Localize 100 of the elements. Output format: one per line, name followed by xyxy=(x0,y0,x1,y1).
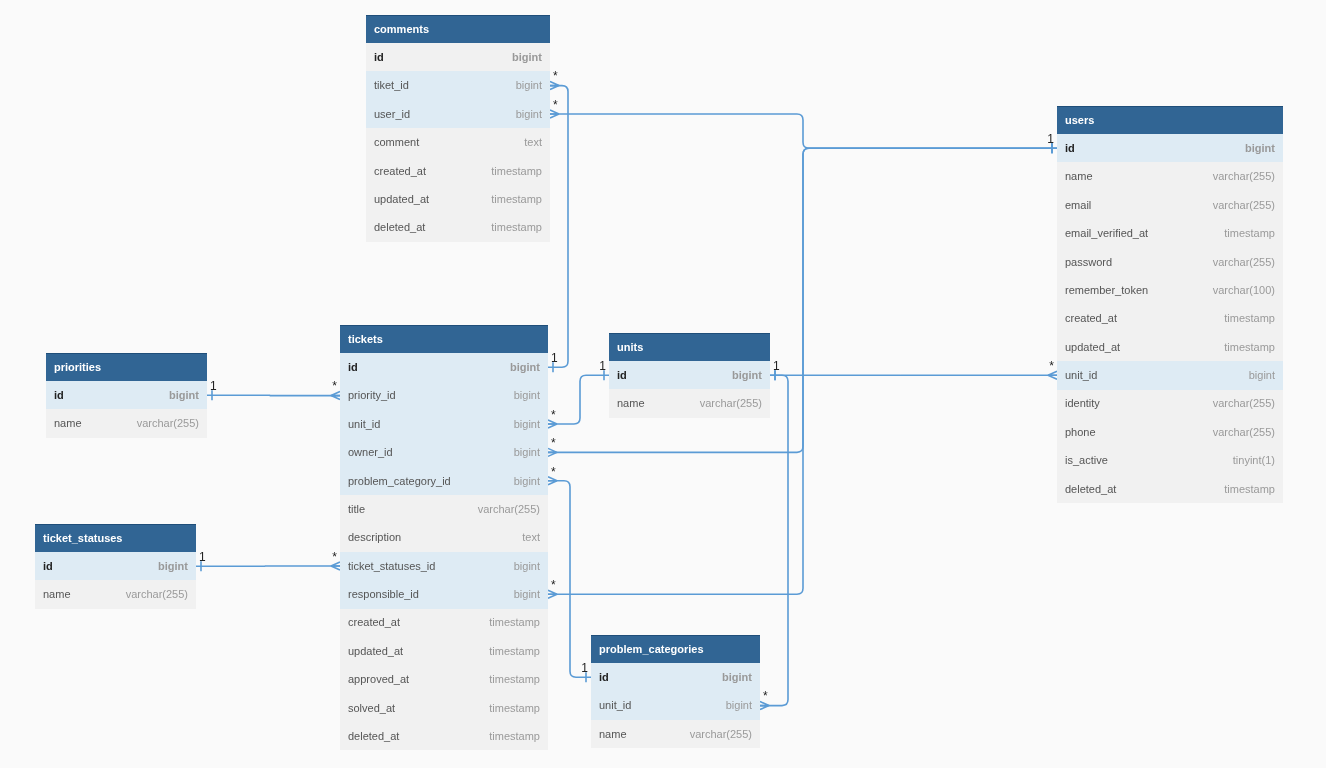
table-title: ticket_statuses xyxy=(35,524,196,552)
column-name: id xyxy=(54,387,64,403)
column-name: priority_id xyxy=(348,388,396,404)
column-type: timestamp xyxy=(489,729,540,744)
column-name: title xyxy=(348,501,366,517)
column-name: id xyxy=(374,49,384,65)
table-title: tickets xyxy=(340,325,548,353)
column-name: email_verified_at xyxy=(1065,226,1149,242)
column-name: created_at xyxy=(348,615,400,631)
cardinality-label: * xyxy=(332,380,337,394)
column-type: timestamp xyxy=(1224,481,1275,497)
column-type: bigint xyxy=(513,445,540,461)
relationship-line xyxy=(206,389,341,401)
column-type: bigint xyxy=(513,473,540,489)
column-name: deleted_at xyxy=(374,220,426,236)
column-type: timestamp xyxy=(489,643,540,659)
column-type: varchar(255) xyxy=(136,416,199,432)
column-name: email xyxy=(1065,197,1092,213)
column-name: responsible_id xyxy=(348,587,419,603)
column-type: bigint xyxy=(510,359,540,375)
cardinality-label: 1 xyxy=(581,662,588,675)
relationship-line xyxy=(547,475,592,683)
cardinality-label: 1 xyxy=(210,380,217,393)
cardinality-label: * xyxy=(553,98,558,112)
column-name: tiket_id xyxy=(374,78,409,94)
column-name: phone xyxy=(1065,424,1096,440)
column-type: varchar(100) xyxy=(1212,282,1275,298)
relationship-line xyxy=(547,369,610,429)
column-type: bigint xyxy=(515,78,542,94)
column-name: deleted_at xyxy=(1065,481,1117,497)
cardinality-label: 1 xyxy=(1047,133,1054,146)
table-title: users xyxy=(1057,106,1283,134)
cardinality-label: 1 xyxy=(599,360,606,373)
table-title: comments xyxy=(366,15,550,43)
cardinality-label: 1 xyxy=(551,352,558,365)
column-name: password xyxy=(1065,254,1113,270)
column-name: id xyxy=(617,367,627,383)
column-name: name xyxy=(43,587,71,603)
column-name: id xyxy=(1065,140,1075,156)
column-type: varchar(255) xyxy=(1212,424,1275,440)
column-type: varchar(255) xyxy=(477,501,540,517)
column-name: unit_id xyxy=(599,698,632,714)
cardinality-label: * xyxy=(553,70,558,84)
column-type: timestamp xyxy=(489,615,540,631)
column-name: comment xyxy=(374,135,420,151)
column-name: solved_at xyxy=(348,700,396,716)
column-name: id xyxy=(43,558,53,574)
column-name: unit_id xyxy=(1065,368,1098,384)
column-name: name xyxy=(54,416,82,432)
column-type: bigint xyxy=(513,587,540,603)
column-name: id xyxy=(599,669,609,685)
table-title: units xyxy=(609,333,770,361)
column-type: bigint xyxy=(722,669,752,685)
table-title: priorities xyxy=(46,353,207,381)
relationship-line xyxy=(547,142,1058,600)
column-type: bigint xyxy=(513,558,540,574)
column-type: timestamp xyxy=(491,163,542,179)
cardinality-label: * xyxy=(551,579,556,593)
column-type: timestamp xyxy=(489,672,540,688)
column-type: timestamp xyxy=(1224,339,1275,355)
column-name: name xyxy=(599,726,627,742)
column-type: varchar(255) xyxy=(689,726,752,742)
relationship-line xyxy=(759,369,789,711)
column-type: timestamp xyxy=(489,700,540,716)
column-type: timestamp xyxy=(491,220,542,236)
column-name: problem_category_id xyxy=(348,473,451,489)
column-name: ticket_statuses_id xyxy=(348,558,436,574)
column-type: varchar(255) xyxy=(1212,197,1275,213)
column-type: timestamp xyxy=(1224,311,1275,327)
column-name: name xyxy=(1065,169,1093,185)
column-type: bigint xyxy=(513,416,540,432)
column-type: varchar(255) xyxy=(1212,396,1275,412)
column-type: varchar(255) xyxy=(699,396,762,412)
column-type: bigint xyxy=(158,558,188,574)
column-type: varchar(255) xyxy=(1212,169,1275,185)
cardinality-label: * xyxy=(551,408,556,422)
column-name: updated_at xyxy=(374,191,430,207)
column-type: bigint xyxy=(1245,140,1275,156)
column-type: timestamp xyxy=(491,191,542,207)
column-type: bigint xyxy=(1248,368,1275,384)
column-type: timestamp xyxy=(1224,226,1275,242)
column-type: tinyint(1) xyxy=(1232,453,1275,469)
relationship-line xyxy=(547,80,569,373)
column-name: updated_at xyxy=(1065,339,1121,355)
column-type: bigint xyxy=(515,106,542,122)
table-title: problem_categories xyxy=(591,635,760,663)
column-name: created_at xyxy=(1065,311,1117,327)
column-name: updated_at xyxy=(348,643,404,659)
column-name: description xyxy=(348,530,402,546)
column-type: bigint xyxy=(513,388,540,404)
column-name: name xyxy=(617,396,645,412)
column-type: text xyxy=(522,530,540,546)
column-name: unit_id xyxy=(348,416,381,432)
cardinality-label: 1 xyxy=(199,551,206,564)
column-type: bigint xyxy=(732,367,762,383)
cardinality-label: * xyxy=(551,465,556,479)
cardinality-label: 1 xyxy=(773,360,780,373)
column-name: is_active xyxy=(1065,453,1108,469)
column-type: bigint xyxy=(169,387,199,403)
column-name: id xyxy=(348,359,358,375)
